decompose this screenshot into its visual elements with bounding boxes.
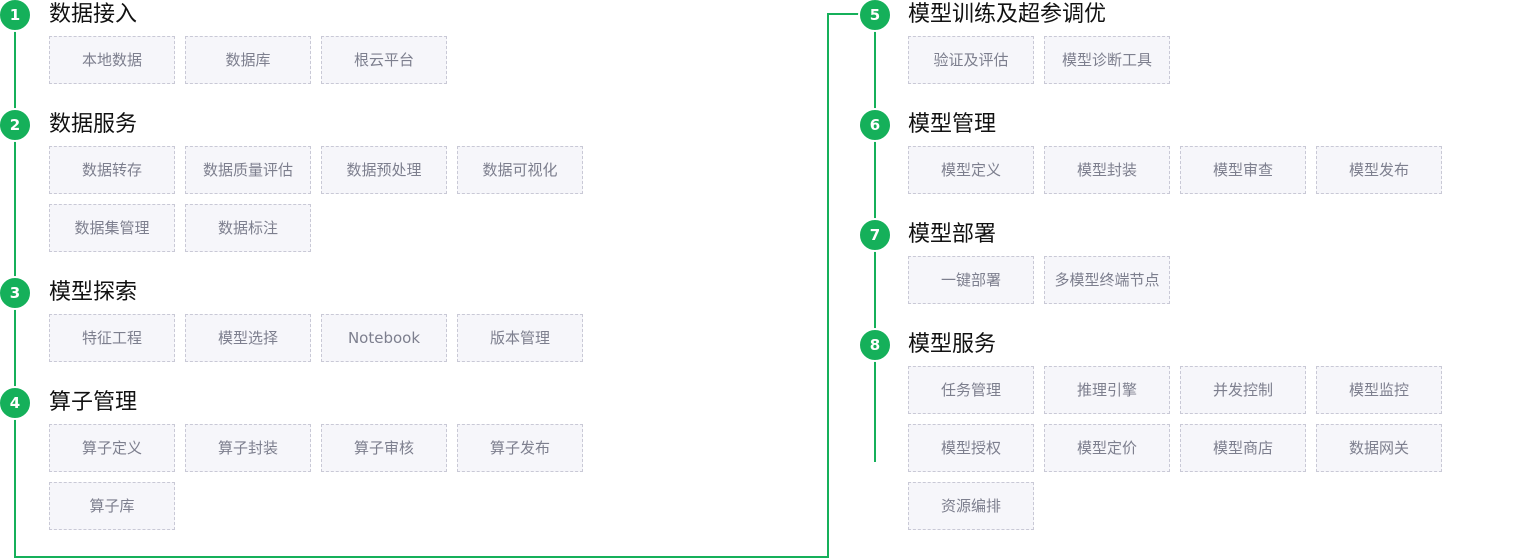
feature-chip: Notebook [321,314,447,362]
feature-chip: 数据质量评估 [185,146,311,194]
step-title: 模型管理 [908,112,997,137]
feature-chip: 模型选择 [185,314,311,362]
feature-chip: 资源编排 [908,482,1034,530]
feature-chip: 模型监控 [1316,366,1442,414]
step-feature-list: 数据转存数据质量评估数据预处理数据可视化数据集管理数据标注 [49,146,583,252]
feature-chip: 模型商店 [1180,424,1306,472]
feature-chip: 模型诊断工具 [1044,36,1170,84]
step-number-badge: 7 [858,218,892,252]
step-number-badge: 8 [858,328,892,362]
feature-chip: 本地数据 [49,36,175,84]
feature-chip: 数据网关 [1316,424,1442,472]
feature-chip: 算子封装 [185,424,311,472]
step-feature-list: 一键部署多模型终端节点 [908,256,1442,304]
feature-chip: 并发控制 [1180,366,1306,414]
feature-chip: 算子发布 [457,424,583,472]
step-number-badge: 1 [0,0,32,32]
feature-chip: 数据预处理 [321,146,447,194]
feature-chip: 任务管理 [908,366,1034,414]
feature-chip: 算子定义 [49,424,175,472]
feature-chip: 模型定义 [908,146,1034,194]
feature-chip: 模型审查 [1180,146,1306,194]
feature-chip: 推理引擎 [1044,366,1170,414]
step-title: 模型训练及超参调优 [908,2,1107,27]
feature-chip: 模型定价 [1044,424,1170,472]
feature-chip: 特征工程 [49,314,175,362]
step-number-badge: 6 [858,108,892,142]
feature-chip: 模型封装 [1044,146,1170,194]
feature-chip: 版本管理 [457,314,583,362]
feature-chip: 验证及评估 [908,36,1034,84]
step-title: 模型服务 [908,332,997,357]
feature-chip: 模型授权 [908,424,1034,472]
step-number-badge: 5 [858,0,892,32]
feature-chip: 算子库 [49,482,175,530]
feature-chip: 多模型终端节点 [1044,256,1170,304]
feature-chip: 数据集管理 [49,204,175,252]
feature-chip: 数据标注 [185,204,311,252]
feature-chip: 数据转存 [49,146,175,194]
step-feature-list: 任务管理推理引擎并发控制模型监控模型授权模型定价模型商店数据网关资源编排 [908,366,1442,530]
step-feature-list: 算子定义算子封装算子审核算子发布算子库 [49,424,583,530]
feature-chip: 数据可视化 [457,146,583,194]
step-feature-list: 模型定义模型封装模型审查模型发布 [908,146,1442,194]
step-title: 算子管理 [49,390,138,415]
step-title: 模型部署 [908,222,997,247]
feature-chip: 数据库 [185,36,311,84]
step-number-badge: 3 [0,276,32,310]
step-number-badge: 2 [0,108,32,142]
step-number-badge: 4 [0,386,32,420]
step-title: 数据服务 [49,112,138,137]
feature-chip: 算子审核 [321,424,447,472]
feature-chip: 模型发布 [1316,146,1442,194]
feature-chip: 一键部署 [908,256,1034,304]
feature-chip: 根云平台 [321,36,447,84]
step-feature-list: 验证及评估模型诊断工具 [908,36,1442,84]
step-title: 数据接入 [49,2,138,27]
step-feature-list: 本地数据数据库根云平台 [49,36,583,84]
step-title: 模型探索 [49,280,138,305]
